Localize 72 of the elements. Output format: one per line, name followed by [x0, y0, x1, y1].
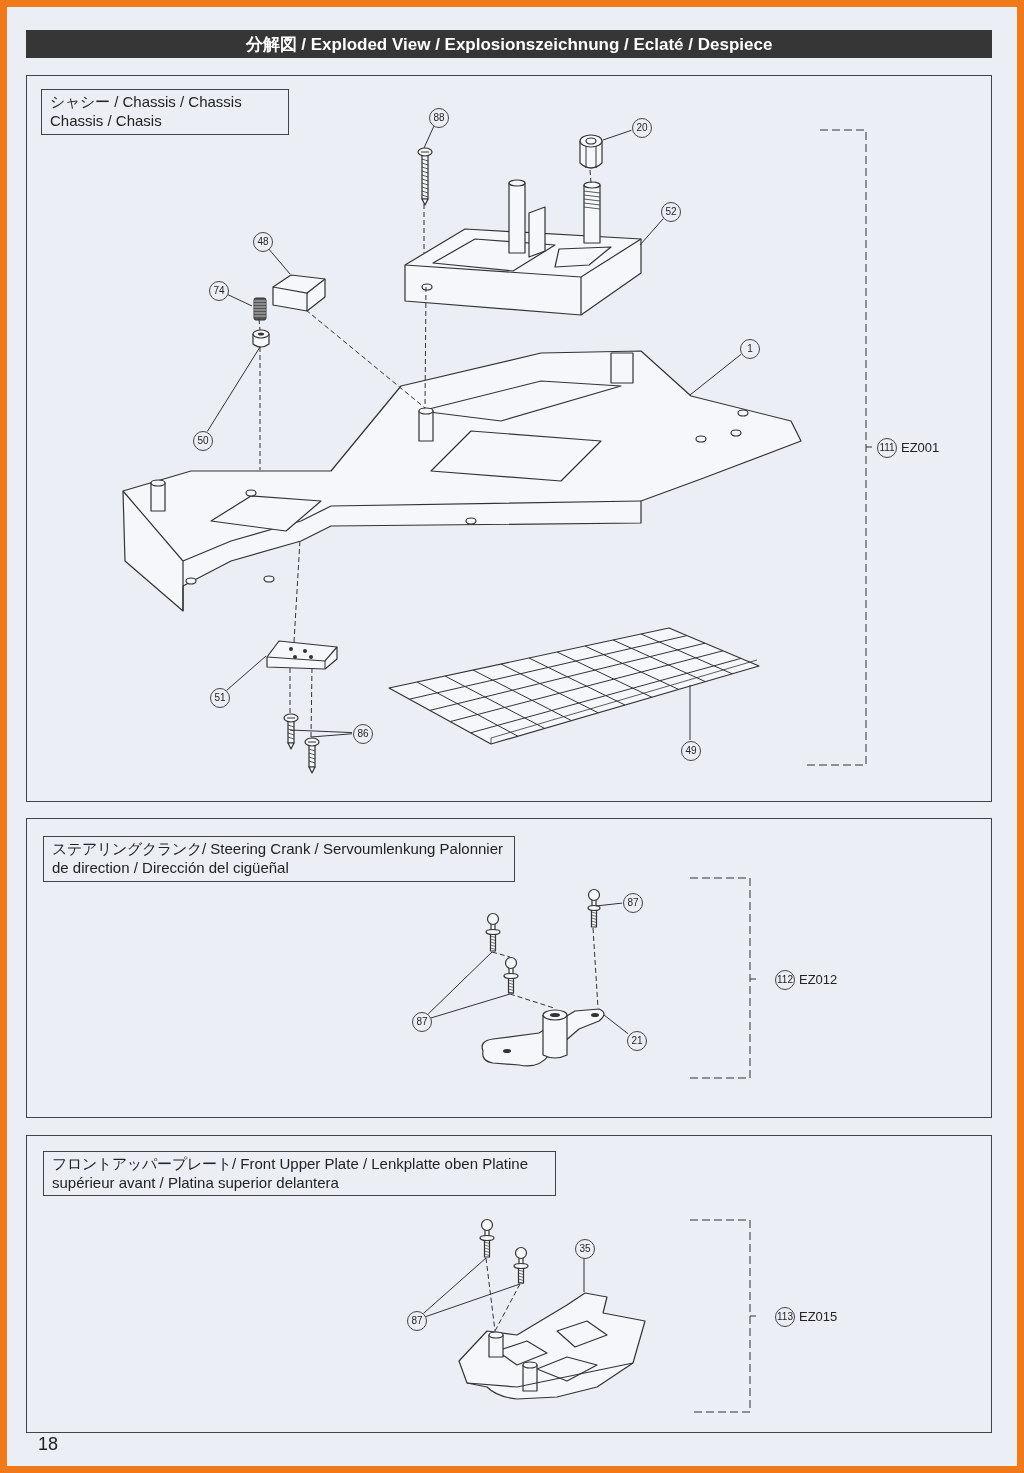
assembly-line	[494, 1283, 521, 1332]
callout-number: 113	[775, 1307, 795, 1327]
leader-line	[595, 902, 623, 907]
plate-drawing	[457, 1291, 647, 1401]
leader-line	[603, 1014, 629, 1035]
callout-number: 52	[661, 202, 681, 222]
leader-line	[583, 1257, 585, 1293]
leader-line	[423, 1257, 487, 1314]
section-panel	[26, 75, 992, 802]
assembly-line	[293, 539, 301, 643]
callout-number: 86	[353, 724, 373, 744]
assembly-line	[509, 993, 555, 1009]
leader-line	[430, 993, 511, 1019]
assembly-line	[305, 309, 426, 409]
callout-number: 87	[412, 1012, 432, 1032]
assembly-line	[485, 1257, 496, 1332]
callout-number: 111	[877, 438, 897, 458]
callout-number: 21	[627, 1031, 647, 1051]
assembly-line	[289, 665, 291, 714]
callout-number: 88	[429, 108, 449, 128]
leader-line	[427, 951, 493, 1015]
callout-number: 87	[407, 1311, 427, 1331]
callout-number: 112	[775, 970, 795, 990]
leader-line	[289, 729, 353, 734]
callout-number: 49	[681, 741, 701, 761]
callout-number: 50	[193, 431, 213, 451]
cover-drawing	[405, 177, 641, 317]
callout-number: 20	[632, 118, 652, 138]
section-panel	[26, 818, 992, 1118]
section-heading: フロントアッパープレート/ Front Upper Plate / Lenkplatte oben Platine supérieur avant / Platina superior delantera	[43, 1151, 556, 1196]
screw-drawing	[283, 713, 299, 749]
assembly-line	[259, 346, 261, 471]
tray-drawing	[387, 626, 761, 746]
assembly-line	[424, 286, 427, 409]
section-heading: シャシー / Chassis / Chassis Chassis / Chasis	[41, 89, 289, 135]
assembly-line	[423, 203, 425, 254]
ball-stud-drawing	[513, 1247, 529, 1285]
callout-number: 74	[209, 281, 229, 301]
leader-line	[310, 733, 353, 738]
leader-line	[424, 1283, 521, 1318]
ball-stud-drawing	[503, 957, 519, 995]
assembly-line	[258, 318, 261, 331]
screw-drawing	[304, 737, 320, 773]
page-number: 18	[38, 1434, 59, 1454]
assembly-line	[491, 951, 511, 958]
ball-stud-drawing	[485, 913, 501, 953]
callout-number: 35	[575, 1239, 595, 1259]
callout-number: 48	[253, 232, 273, 252]
callout-number: 87	[623, 893, 643, 913]
callout-number: 51	[210, 688, 230, 708]
ball-stud-drawing	[587, 889, 601, 929]
bushing-drawing	[251, 329, 271, 349]
screw-drawing	[417, 147, 433, 205]
leader-line	[639, 218, 664, 246]
leader-line	[206, 346, 261, 432]
title-bar: 分解図 / Exploded View / Explosionszeichnung / Eclaté / Despiece	[26, 30, 992, 58]
assembly-line	[589, 169, 592, 184]
set-screw-drawing	[253, 297, 267, 321]
leader-line	[226, 293, 253, 307]
leader-line	[226, 655, 267, 691]
leader-line	[423, 125, 435, 149]
plate-drawing	[265, 637, 339, 671]
callout-number: 1	[740, 339, 760, 359]
section-heading: ステアリングクランク/ Steering Crank / Servoumlenkung Palonnier de direction / Dirección del cigüeñal	[43, 836, 515, 882]
chassis-drawing	[119, 351, 803, 614]
ball-stud-drawing	[479, 1219, 495, 1259]
section-panel	[26, 1135, 992, 1433]
assembly-line	[310, 666, 313, 738]
leader-line	[267, 248, 291, 275]
leader-line	[602, 129, 633, 141]
leader-line	[689, 684, 691, 741]
leader-line	[689, 353, 742, 396]
